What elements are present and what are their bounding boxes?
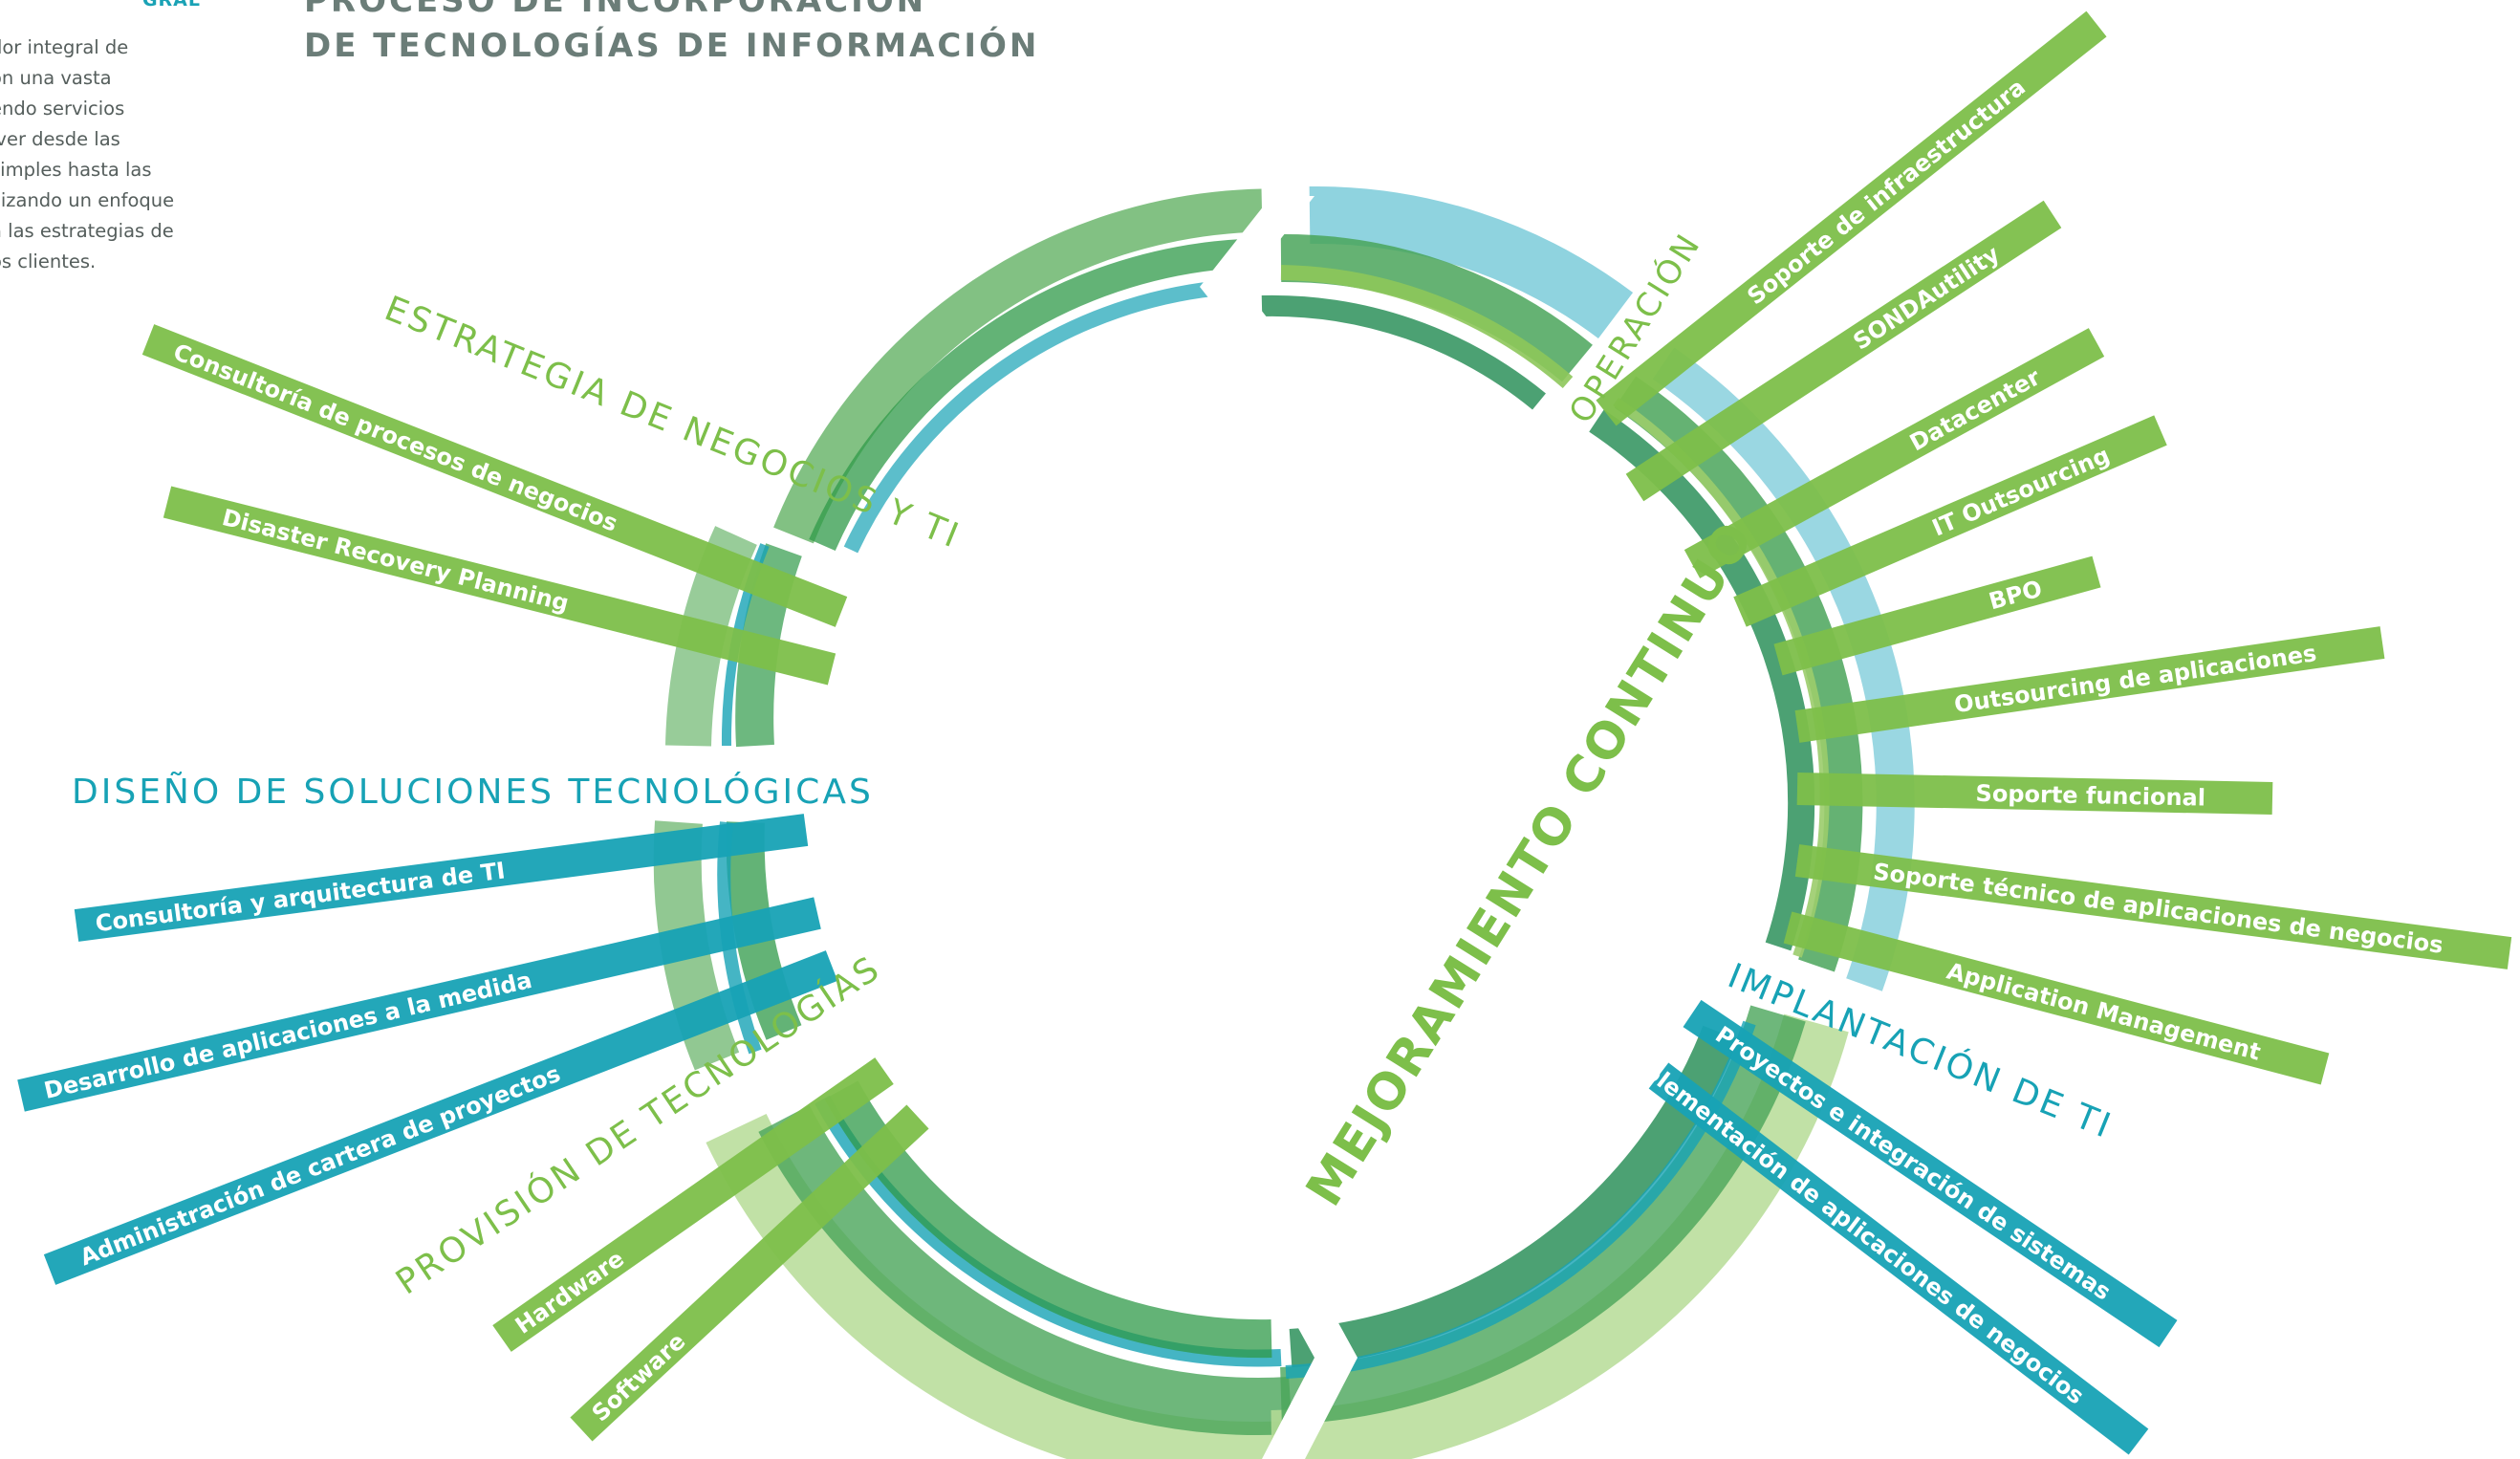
title-line-1: PROCESO DE INCORPORACIÓN (304, 0, 927, 20)
side-text-line: ilizando un enfoque (0, 189, 175, 211)
ring-arc-top-right-green (1280, 233, 1593, 382)
service-bar-estrategia (141, 324, 848, 627)
service-bar-rect (1596, 11, 2107, 426)
title-line-2: DE TECNOLOGÍAS DE INFORMACIÓN (304, 27, 1040, 65)
side-text-line: lver desde las (0, 128, 120, 150)
service-bar-operacion (1794, 626, 2385, 743)
service-label: Outsourcing de aplicaciones (1952, 640, 2317, 718)
service-bar-provision (492, 1057, 894, 1352)
service-bar-rect (1683, 999, 2178, 1348)
service-bar-operacion (1684, 328, 2105, 578)
ring-arc-top-right-lime (1280, 265, 1574, 389)
service-bar-rect (1684, 328, 2105, 578)
side-text-line: dor integral de (0, 36, 129, 58)
ring-arc-top-outer (773, 188, 1263, 544)
side-heading: GRAL (141, 0, 201, 11)
side-text: GRAL dor integral de on una vasta endo ser… (0, 0, 201, 277)
service-bar-rect (74, 814, 809, 942)
side-text-line: simples hasta las (0, 159, 152, 181)
page-title: PROCESO DE INCORPORACIÓN DE TECNOLOGÍAS … (304, 0, 1164, 69)
service-bar-operacion (1625, 200, 2062, 502)
service-label: Application Management (1944, 957, 2264, 1065)
service-bar-rect (1794, 626, 2385, 743)
service-bar-rect (1648, 1062, 2149, 1455)
service-label: IT Outsourcing (1928, 442, 2114, 542)
arrow-notch-bottom (1262, 1262, 1358, 1459)
section-label-diseno: DISEÑO DE SOLUCIONES TECNOLÓGICAS (72, 772, 874, 812)
ring-arc-bottom-right-light (1271, 1013, 1849, 1459)
service-bar-rect (1625, 200, 2062, 502)
service-label: Software (587, 1328, 691, 1427)
service-label: SONDAutility (1849, 240, 2005, 355)
ring-arc-top-mid (809, 239, 1244, 552)
side-text-line: endo servicios (0, 98, 125, 120)
service-bar-operacion (1596, 11, 2107, 426)
ring-arc-bottom-right-green (1280, 1005, 1806, 1425)
service-bar-rect (1783, 911, 2330, 1085)
service-bar-rect (1773, 555, 2101, 676)
service-bar-provision (570, 1104, 929, 1442)
service-bar-operacion (1794, 844, 2512, 969)
service-bar-diseno (43, 950, 838, 1285)
service-bar-operacion (1783, 911, 2330, 1085)
service-label: Soporte funcional (1975, 780, 2205, 812)
service-bar-implantacion (1683, 999, 2178, 1348)
service-label: Hardware (511, 1245, 629, 1339)
service-bar-operacion (1733, 415, 2167, 627)
arrow-notch-top (1200, 196, 1314, 378)
side-text-line: os clientes. (0, 250, 97, 272)
service-bar-rect (43, 950, 838, 1285)
service-bar-rect (1796, 773, 2273, 815)
service-bar-estrategia (163, 486, 836, 686)
side-text-line: on una vasta (0, 67, 112, 89)
side-body: dor integral de on una vasta endo servicio… (0, 33, 201, 277)
service-bar-rect (492, 1057, 894, 1352)
service-bar-diseno (74, 814, 809, 942)
service-label: Disaster Recovery Planning (220, 504, 572, 617)
service-label: Soporte técnico de aplicaciones de negoc… (1872, 858, 2444, 958)
service-bar-operacion (1773, 555, 2101, 676)
service-bar-operacion (1796, 773, 2273, 815)
ring-arc-top-teal (843, 279, 1234, 554)
service-bar-rect (570, 1104, 929, 1442)
service-bar-rect (1733, 415, 2167, 627)
service-label: Datacenter (1905, 363, 2045, 456)
service-label: Consultoría y arquitectura de TI (94, 857, 507, 937)
service-bar-rect (163, 486, 836, 686)
ring-arc-top-right-dark (1261, 294, 1546, 410)
service-bar-rect (1794, 844, 2512, 969)
side-text-line: a las estrategias de (0, 220, 174, 242)
service-bar-rect (17, 897, 821, 1112)
ring-arc-top-right-light (1309, 185, 1634, 339)
service-label: Desarrollo de aplicaciones a la medida (41, 967, 534, 1104)
service-bar-diseno (17, 897, 821, 1112)
service-bar-implantacion (1648, 1062, 2149, 1455)
service-bar-rect (141, 324, 848, 627)
cycle-ring (653, 185, 1915, 1459)
